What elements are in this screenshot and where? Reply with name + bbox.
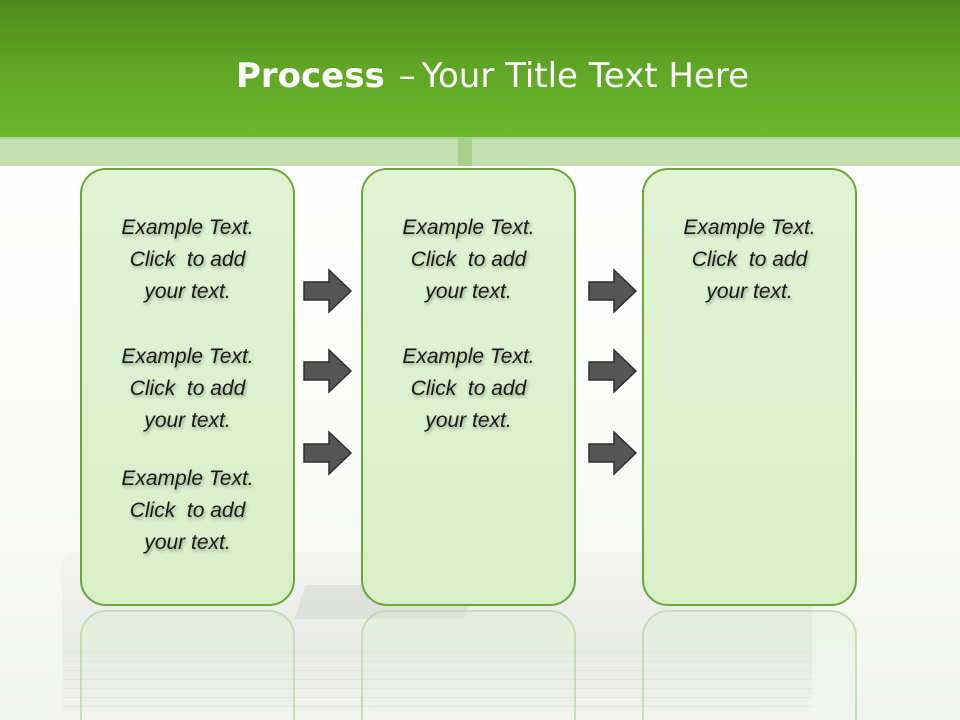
step-text-block[interactable]: Example Text. Click to add your text. [644, 212, 855, 308]
process-step-box-3[interactable]: Example Text. Click to add your text. [642, 168, 857, 606]
title-separator: – [398, 56, 416, 96]
text-line: your text. [144, 531, 231, 554]
text-line: Click to add [129, 377, 246, 400]
text-line: Click to add [691, 248, 808, 271]
box-reflection [80, 610, 295, 720]
slide-title[interactable]: Process–Your Title Text Here [0, 54, 960, 98]
text-line: your text. [425, 280, 512, 303]
box-reflection [361, 610, 576, 720]
text-line: Click to add [129, 499, 246, 522]
text-line: Example Text. [683, 216, 816, 239]
text-line: Example Text. [402, 216, 535, 239]
text-line: Example Text. [121, 216, 254, 239]
process-step-box-2[interactable]: Example Text. Click to add your text. Ex… [361, 168, 576, 606]
text-line: Example Text. [121, 467, 254, 490]
right-arrow-icon [303, 268, 353, 314]
text-line: Click to add [129, 248, 246, 271]
stripe-stem [458, 137, 472, 166]
step-text-block[interactable]: Example Text. Click to add your text. [363, 341, 574, 437]
text-line: Click to add [410, 248, 527, 271]
text-line: Example Text. [402, 345, 535, 368]
box-reflection [642, 610, 857, 720]
step-text-block[interactable]: Example Text. Click to add your text. [363, 212, 574, 308]
text-line: Click to add [410, 377, 527, 400]
right-arrow-icon [588, 430, 638, 476]
right-arrow-icon [588, 268, 638, 314]
title-rest: Your Title Text Here [421, 56, 749, 96]
text-line: Example Text. [121, 345, 254, 368]
right-arrow-icon [303, 348, 353, 394]
header-stripe [0, 137, 960, 166]
title-bold: Process [235, 56, 385, 96]
text-line: your text. [144, 280, 231, 303]
step-text-block[interactable]: Example Text. Click to add your text. [82, 212, 293, 308]
process-step-box-1[interactable]: Example Text. Click to add your text. Ex… [80, 168, 295, 606]
text-line: your text. [706, 280, 793, 303]
step-text-block[interactable]: Example Text. Click to add your text. [82, 463, 293, 559]
text-line: your text. [144, 409, 231, 432]
text-line: your text. [425, 409, 512, 432]
right-arrow-icon [588, 348, 638, 394]
title-bar: Process–Your Title Text Here [0, 0, 960, 137]
right-arrow-icon [303, 430, 353, 476]
stripe-edge [0, 137, 960, 139]
router-vent-lines [62, 652, 812, 712]
step-text-block[interactable]: Example Text. Click to add your text. [82, 341, 293, 437]
